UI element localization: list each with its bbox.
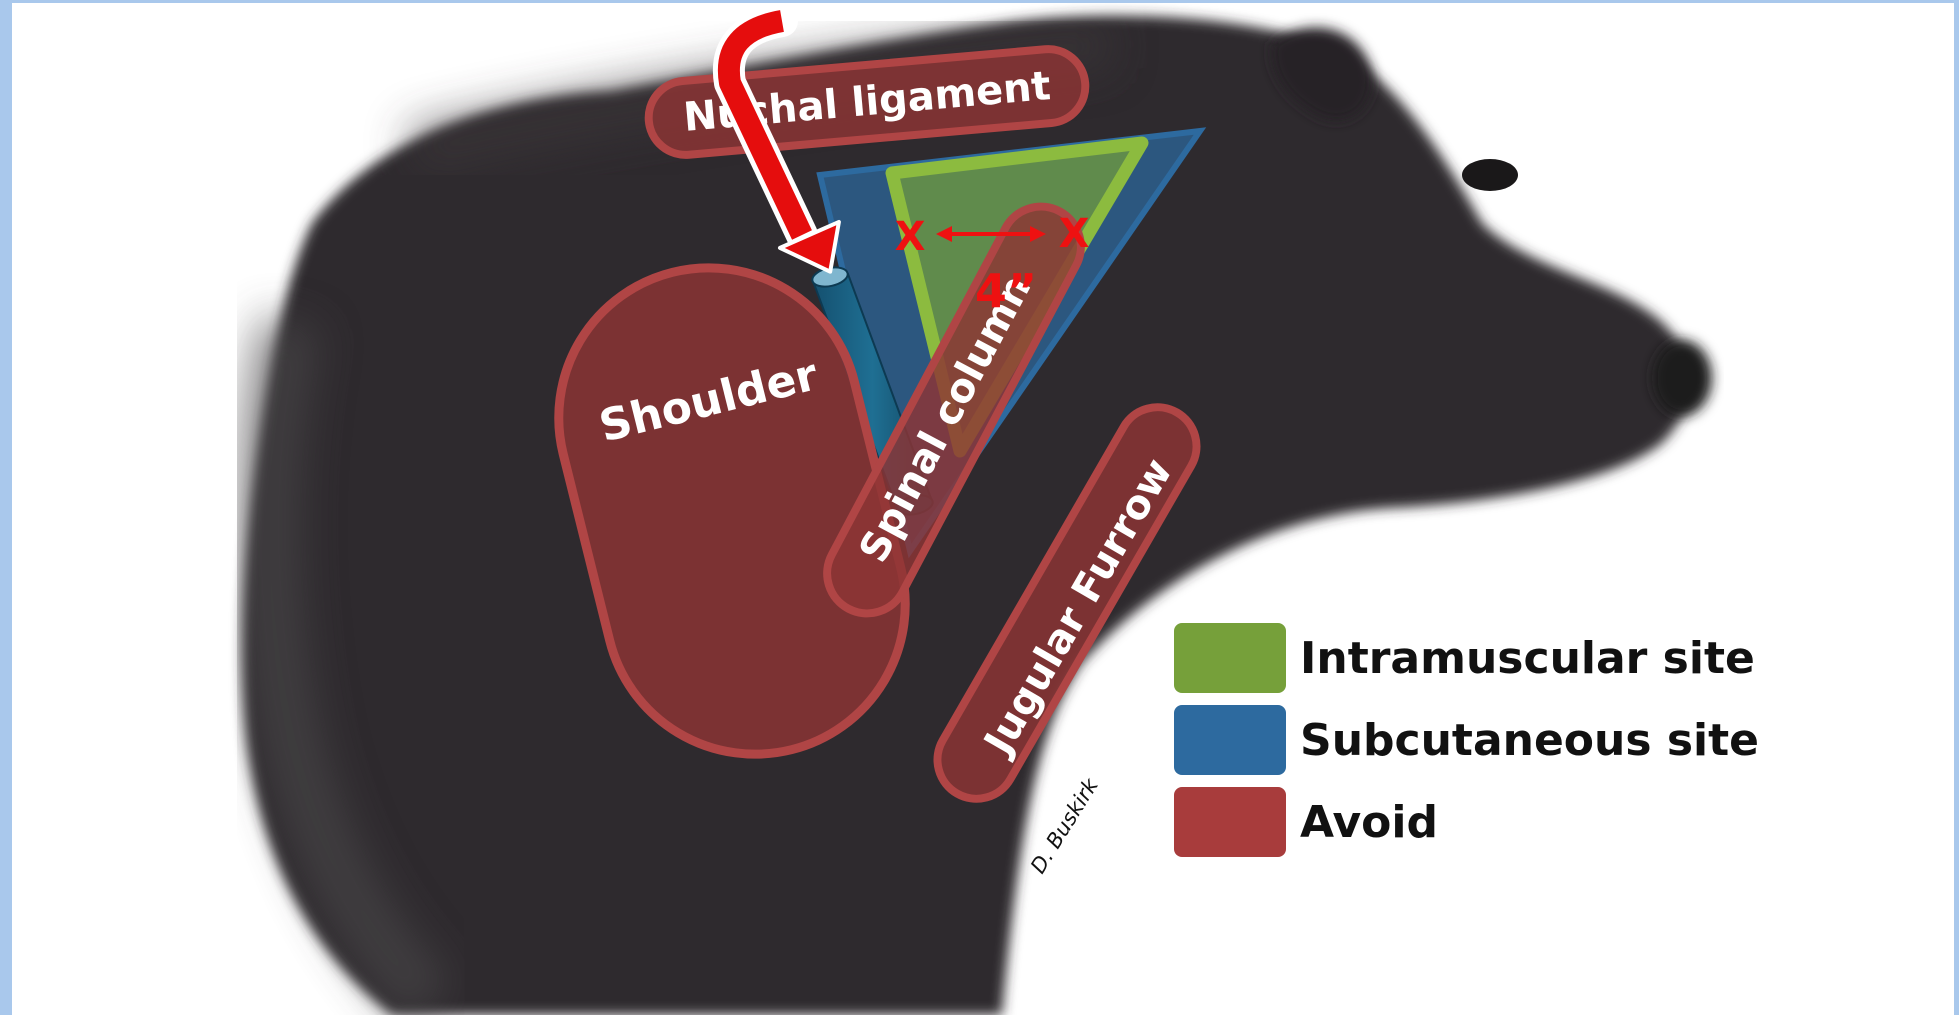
legend-label-subcutaneous: Subcutaneous site xyxy=(1300,715,1759,766)
legend-swatch-avoid xyxy=(1174,787,1286,857)
legend-item-avoid: Avoid xyxy=(1174,787,1438,857)
legend-swatch-intramuscular xyxy=(1174,623,1286,693)
x-mark-right: X xyxy=(1059,211,1090,257)
legend-label-intramuscular: Intramuscular site xyxy=(1300,633,1755,684)
cattle-injection-site-diagram: Nuchal ligament Shoulder Spinal column J… xyxy=(12,3,1954,1015)
x-mark-left: X xyxy=(895,214,926,260)
legend: Intramuscular site Subcutaneous site Avo… xyxy=(1174,623,1759,857)
legend-item-subcutaneous: Subcutaneous site xyxy=(1174,705,1759,775)
legend-swatch-subcutaneous xyxy=(1174,705,1286,775)
muzzle xyxy=(1652,340,1712,416)
legend-item-intramuscular: Intramuscular site xyxy=(1174,623,1755,693)
eye xyxy=(1462,159,1518,191)
photo-credit: D. Buskirk xyxy=(1026,774,1103,878)
legend-label-avoid: Avoid xyxy=(1300,797,1438,848)
distance-label: 4” xyxy=(975,264,1037,318)
